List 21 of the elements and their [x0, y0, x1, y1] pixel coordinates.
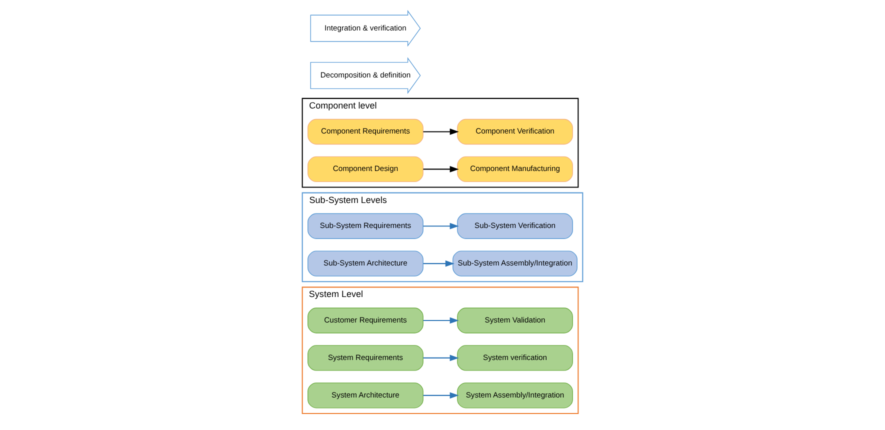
- node-box: Component Design: [308, 156, 424, 182]
- arrow: [423, 392, 459, 399]
- node-box: Component Verification: [457, 118, 573, 145]
- node-box: System Assembly/Integration: [457, 382, 573, 408]
- node-box: Sub-System Architecture: [308, 250, 424, 276]
- node-box: System Validation: [457, 308, 573, 334]
- arrow: [423, 260, 454, 267]
- node-box: Component Manufacturing: [457, 156, 573, 182]
- node-box: Sub-System Verification: [457, 213, 573, 239]
- node-box: Sub-System Assembly/Integration: [452, 250, 578, 276]
- arrow: [423, 166, 459, 172]
- node-box: Sub-System Requirements: [308, 213, 424, 239]
- arrow: [423, 222, 459, 230]
- arrow: [423, 128, 459, 135]
- node-box: System verification: [457, 345, 573, 371]
- node-box: Component Requirements: [308, 118, 424, 145]
- arrow: [423, 354, 459, 362]
- node-box: System Architecture: [308, 382, 424, 408]
- node-box: System Requirements: [308, 345, 424, 371]
- node-box: Customer Requirements: [308, 308, 424, 334]
- arrow: [423, 317, 459, 324]
